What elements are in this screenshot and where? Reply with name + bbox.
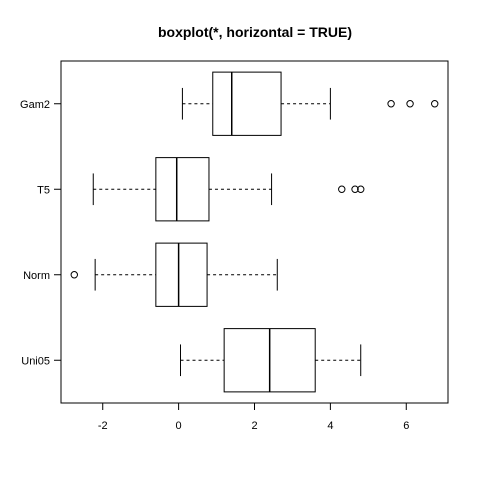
outlier-point [431, 100, 439, 108]
outlier-point [338, 185, 346, 193]
x-tick-label: 4 [327, 420, 333, 432]
outlier-point [351, 185, 359, 193]
y-tick-label: T5 [37, 184, 50, 196]
y-tick-label: Uni05 [21, 355, 50, 367]
plot-frame [60, 60, 449, 404]
y-tick-label: Norm [23, 270, 50, 282]
y-tick-label: Gam2 [20, 99, 50, 111]
x-tick-label: 6 [403, 420, 409, 432]
chart-title: boxplot(*, horizontal = TRUE) [158, 24, 352, 40]
box [155, 242, 208, 307]
x-tick-label: 0 [176, 420, 182, 432]
x-tick-label: -2 [98, 420, 108, 432]
box [155, 157, 210, 222]
outlier-point [70, 271, 78, 279]
outlier-point [406, 100, 414, 108]
box [212, 71, 282, 136]
outlier-point [387, 100, 395, 108]
outlier-point [357, 185, 365, 193]
x-tick-label: 2 [251, 420, 257, 432]
